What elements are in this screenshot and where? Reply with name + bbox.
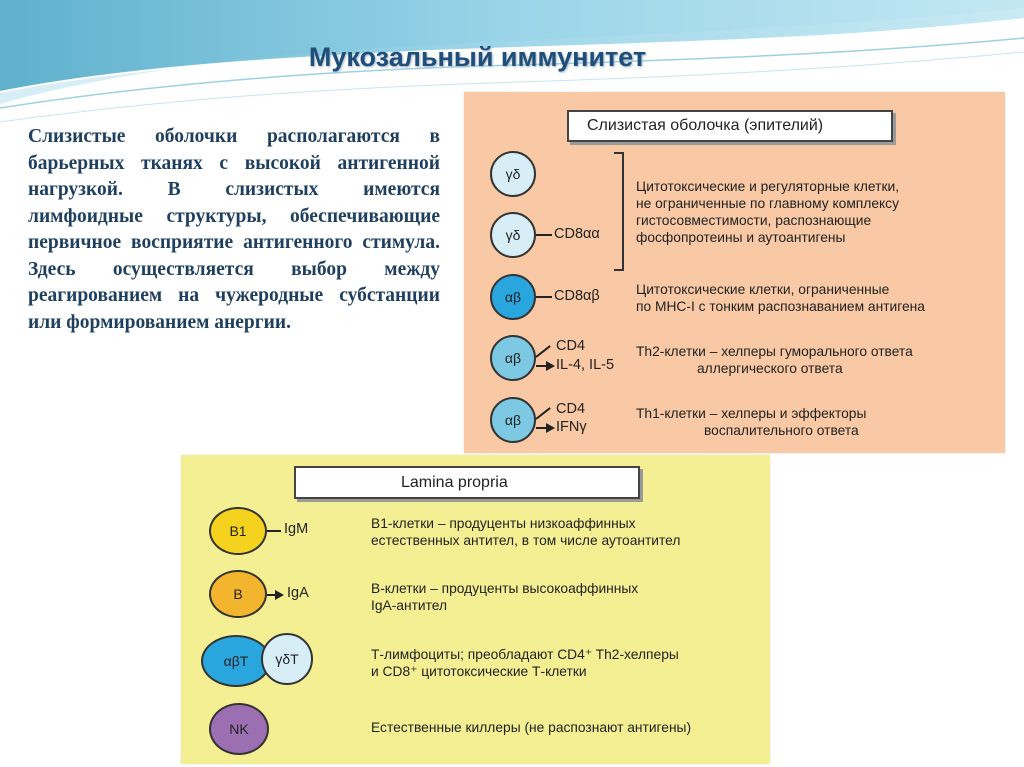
lamina-propria-header: Lamina propria <box>294 466 640 499</box>
description-b: B-клетки – продуценты высокоаффинных IgA… <box>371 581 639 613</box>
epithelium-panel: Слизистая оболочка (эпителий) γδ γδ CD8α… <box>464 92 1005 453</box>
il4-il5-label: IL-4, IL-5 <box>556 357 615 373</box>
arrow-line <box>536 427 548 429</box>
arrow-line <box>536 365 548 367</box>
lamina-propria-panel: Lamina propria B1 IgM B IgA αβT γδT NK B… <box>181 455 770 764</box>
description-nk: Естественные киллеры (не распознают анти… <box>371 720 692 735</box>
alpha-beta-cd8ab-cell: αβ <box>490 274 536 320</box>
igm-label: IgM <box>284 521 309 537</box>
arrow-head-icon <box>275 590 284 600</box>
alpha-beta-th1-cell: αβ <box>490 397 536 443</box>
header-waves <box>0 0 1024 123</box>
connector-line <box>535 407 551 420</box>
gamma-delta-cell: γδ <box>490 151 536 197</box>
nk-cell: NK <box>209 703 269 755</box>
b1-cell: B1 <box>209 507 267 555</box>
connector-line <box>267 530 281 532</box>
description-th2: Th2-клетки – хелперы гуморального ответа… <box>636 344 913 376</box>
connector-line <box>536 296 552 298</box>
b-cell: B <box>209 570 267 618</box>
alpha-beta-th2-cell: αβ <box>490 335 536 381</box>
arrow-head-icon <box>546 423 555 433</box>
description-cd8ab: Цитотоксические клетки, ограниченные по … <box>636 282 925 314</box>
ifn-gamma-label: IFNγ <box>556 419 587 435</box>
iga-label: IgA <box>287 585 309 601</box>
arrow-head-icon <box>546 361 555 371</box>
cd8aa-label: CD8αα <box>554 226 600 242</box>
cd4-label: CD4 <box>556 338 586 354</box>
cd8ab-label: CD8αβ <box>554 288 600 304</box>
connector-line <box>536 234 552 236</box>
group-bracket <box>614 152 624 271</box>
description-b1: B1-клетки – продуценты низкоаффинных ест… <box>371 516 681 548</box>
gamma-delta-t-cell: γδT <box>261 633 313 685</box>
connector-line <box>535 345 551 358</box>
epithelium-header: Слизистая оболочка (эпителий) <box>567 110 893 142</box>
slide-body-text: Слизистые оболочки располагаются в барье… <box>28 126 440 333</box>
description-gamma-delta: Цитотоксические и регуляторные клетки, н… <box>636 179 900 245</box>
cd4-label: CD4 <box>556 401 586 417</box>
slide-title: Мукозальный иммунитет <box>308 42 647 72</box>
arrow-line <box>267 594 277 596</box>
gamma-delta-cd8aa-cell: γδ <box>490 212 536 258</box>
alpha-beta-t-cell: αβT <box>201 635 271 687</box>
description-th1: Th1-клетки – хелперы и эффекторы воспали… <box>636 406 867 438</box>
description-t-lymphocytes: Т-лимфоциты; преобладают CD4⁺ Th2-хелпер… <box>371 647 679 679</box>
